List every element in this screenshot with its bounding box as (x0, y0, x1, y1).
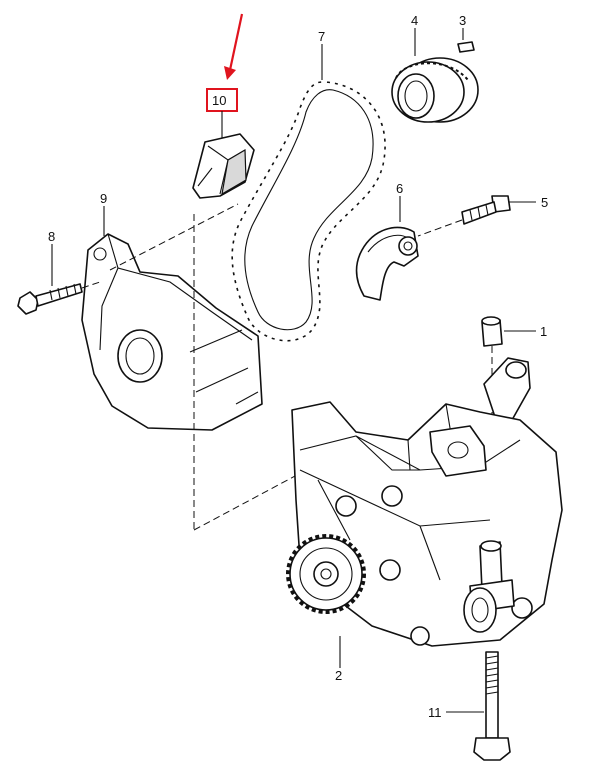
part-11-pump-bolt (446, 651, 511, 761)
part-4-sprocket (391, 28, 479, 123)
part-7-timing-chain (230, 44, 388, 343)
callout-1: 1 (540, 324, 547, 339)
callout-2: 2 (335, 668, 342, 683)
part-2-oil-pump (286, 357, 563, 668)
alignment-line (193, 467, 311, 531)
callout-11: 11 (428, 705, 442, 720)
callout-10: 10 (212, 93, 226, 108)
part-8-cover-bolt (17, 244, 101, 315)
callout-4: 4 (411, 13, 418, 28)
highlight-arrow (224, 13, 244, 80)
part-6-tensioner (355, 196, 419, 301)
callout-labels: 1 2 3 4 5 6 7 8 9 10 11 (48, 13, 548, 720)
part-1-dowel (481, 316, 536, 540)
alignment-line (109, 203, 239, 271)
part-10-chain-guide (192, 111, 255, 199)
callout-5: 5 (541, 195, 548, 210)
part-3-key (457, 28, 475, 53)
callout-8: 8 (48, 229, 55, 244)
part-9-timing-cover (81, 206, 263, 431)
callout-3: 3 (459, 13, 466, 28)
part-5-guide-bolt (417, 195, 536, 237)
callout-7: 7 (318, 29, 325, 44)
callout-6: 6 (396, 181, 403, 196)
callout-9: 9 (100, 191, 107, 206)
